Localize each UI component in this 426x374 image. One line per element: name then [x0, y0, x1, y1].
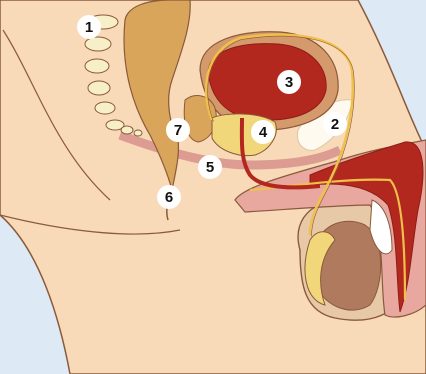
- marker-2: 2: [323, 112, 347, 136]
- marker-label: 4: [259, 124, 268, 141]
- marker-6: 6: [157, 185, 181, 209]
- marker-1: 1: [77, 15, 101, 39]
- marker-label: 2: [331, 116, 339, 133]
- marker-5: 5: [198, 155, 222, 179]
- bladder-interior: [208, 44, 326, 120]
- marker-7: 7: [166, 118, 190, 142]
- marker-3: 3: [277, 70, 301, 94]
- marker-label: 5: [206, 159, 214, 176]
- marker-label: 3: [285, 74, 293, 91]
- marker-4: 4: [251, 120, 275, 144]
- marker-label: 6: [165, 189, 173, 206]
- marker-label: 7: [174, 122, 182, 139]
- marker-label: 1: [85, 19, 93, 36]
